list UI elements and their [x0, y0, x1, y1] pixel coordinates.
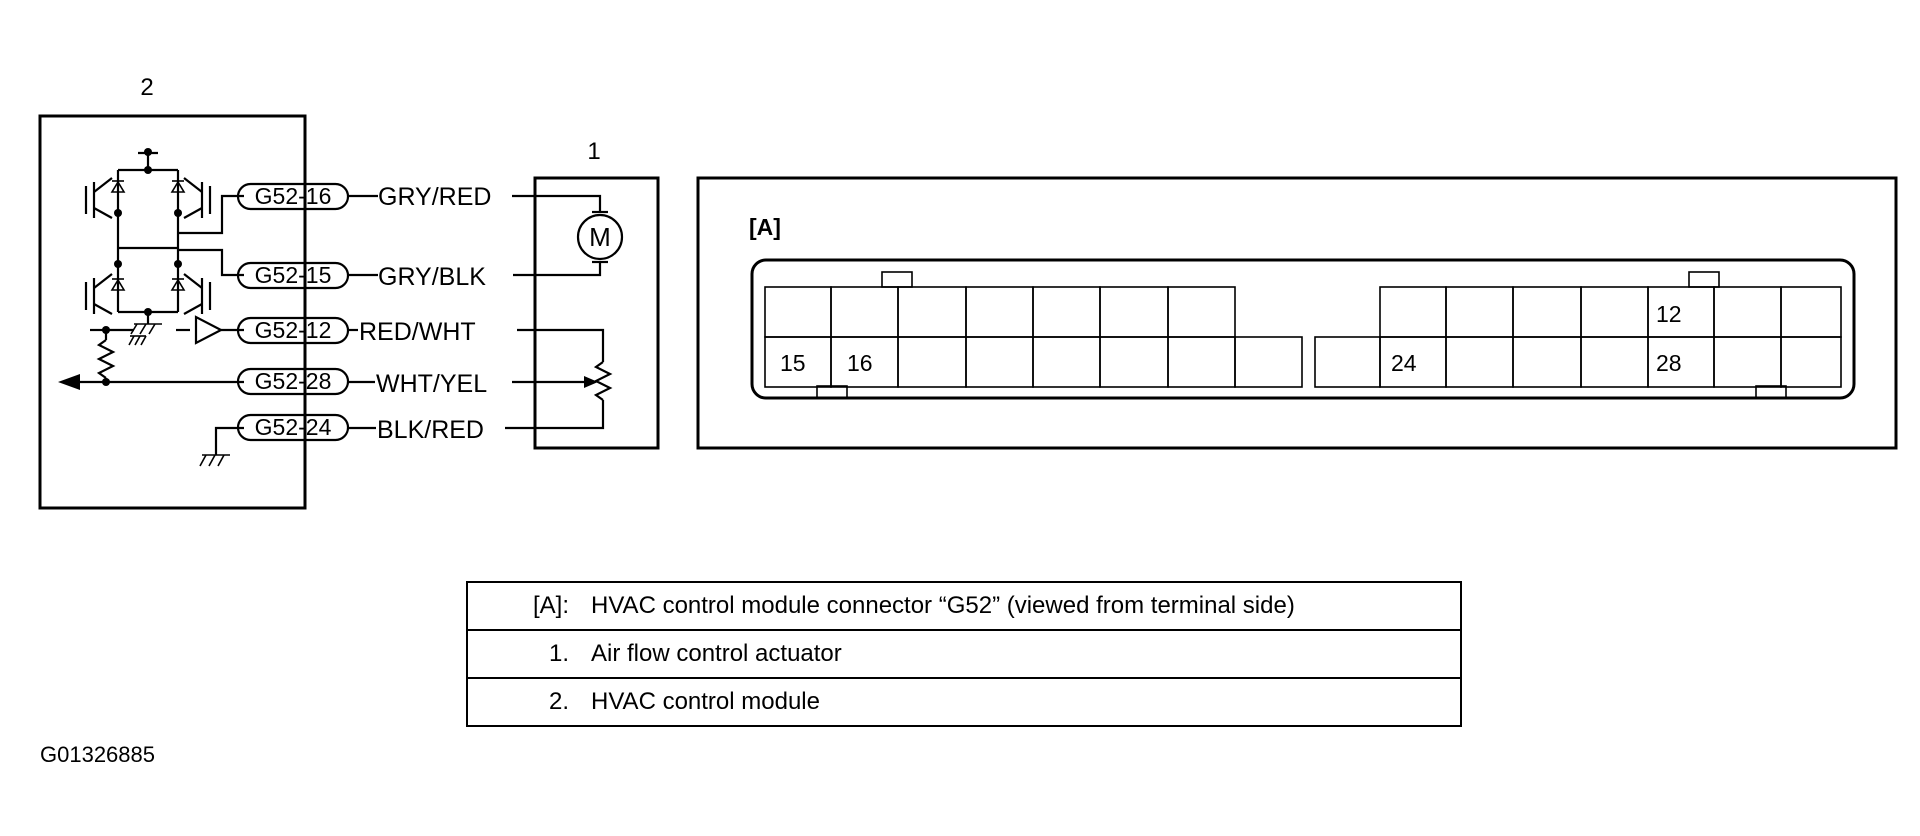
- pin-G52-15: G52-15: [236, 261, 350, 290]
- actuator-callout: 1: [587, 138, 600, 165]
- legend-text: HVAC control module: [583, 677, 1462, 727]
- actuator-box: [533, 176, 660, 450]
- motor-symbol: M: [589, 222, 611, 252]
- legend-row: 2. HVAC control module: [466, 677, 1462, 727]
- legend-row: [A]: HVAC control module connector “G52”…: [466, 581, 1462, 631]
- resistor-icon: [90, 326, 116, 386]
- pin-G52-12: G52-12: [236, 316, 350, 345]
- ground-icon: [199, 426, 244, 467]
- terminal-number: 12: [1656, 301, 1682, 327]
- terminal-number: 16: [847, 350, 873, 376]
- terminal-number: 28: [1656, 350, 1682, 376]
- ground-icon: [130, 312, 162, 335]
- wire-color-label: RED/WHT: [359, 318, 476, 346]
- hvac-module-box: [38, 114, 307, 510]
- pin-label: G52-28: [255, 368, 332, 394]
- pin-label: G52-24: [255, 414, 332, 440]
- motor-icon: [576, 213, 624, 261]
- terminal-number: 15: [780, 350, 806, 376]
- wire-color-label: GRY/BLK: [378, 263, 486, 291]
- connector-g52-face: 12 15 16 24 28: [750, 258, 1856, 400]
- ground-icon: [106, 328, 147, 346]
- legend-key: 2.: [466, 677, 583, 727]
- wire-color-label: WHT/YEL: [376, 370, 487, 398]
- wire-color-label: GRY/RED: [378, 183, 491, 211]
- arrow-left-icon: [58, 374, 80, 390]
- connector-label: [A]: [749, 214, 781, 240]
- pin-G52-28: G52-28: [236, 367, 350, 396]
- pin-label: G52-15: [255, 262, 332, 288]
- pin-G52-24: G52-24: [236, 413, 350, 442]
- legend-row: 1. Air flow control actuator: [466, 629, 1462, 679]
- legend-text: HVAC control module connector “G52” (vie…: [583, 581, 1462, 631]
- legend-key: [A]:: [466, 581, 583, 631]
- module-callout: 2: [140, 74, 153, 101]
- buffer-amplifier-icon: [176, 315, 244, 345]
- pin-label: G52-16: [255, 183, 332, 209]
- pin-G52-16: G52-16: [236, 182, 350, 211]
- legend-table: [A]: HVAC control module connector “G52”…: [466, 581, 1462, 727]
- legend-key: 1.: [466, 629, 583, 679]
- legend-text: Air flow control actuator: [583, 629, 1462, 679]
- terminal-number: 24: [1391, 350, 1417, 376]
- figure-id: G01326885: [40, 742, 155, 767]
- wire-color-label: BLK/RED: [377, 416, 484, 444]
- connector-panel: [696, 176, 1898, 450]
- potentiometer-icon: [593, 361, 613, 401]
- pin-label: G52-12: [255, 317, 332, 343]
